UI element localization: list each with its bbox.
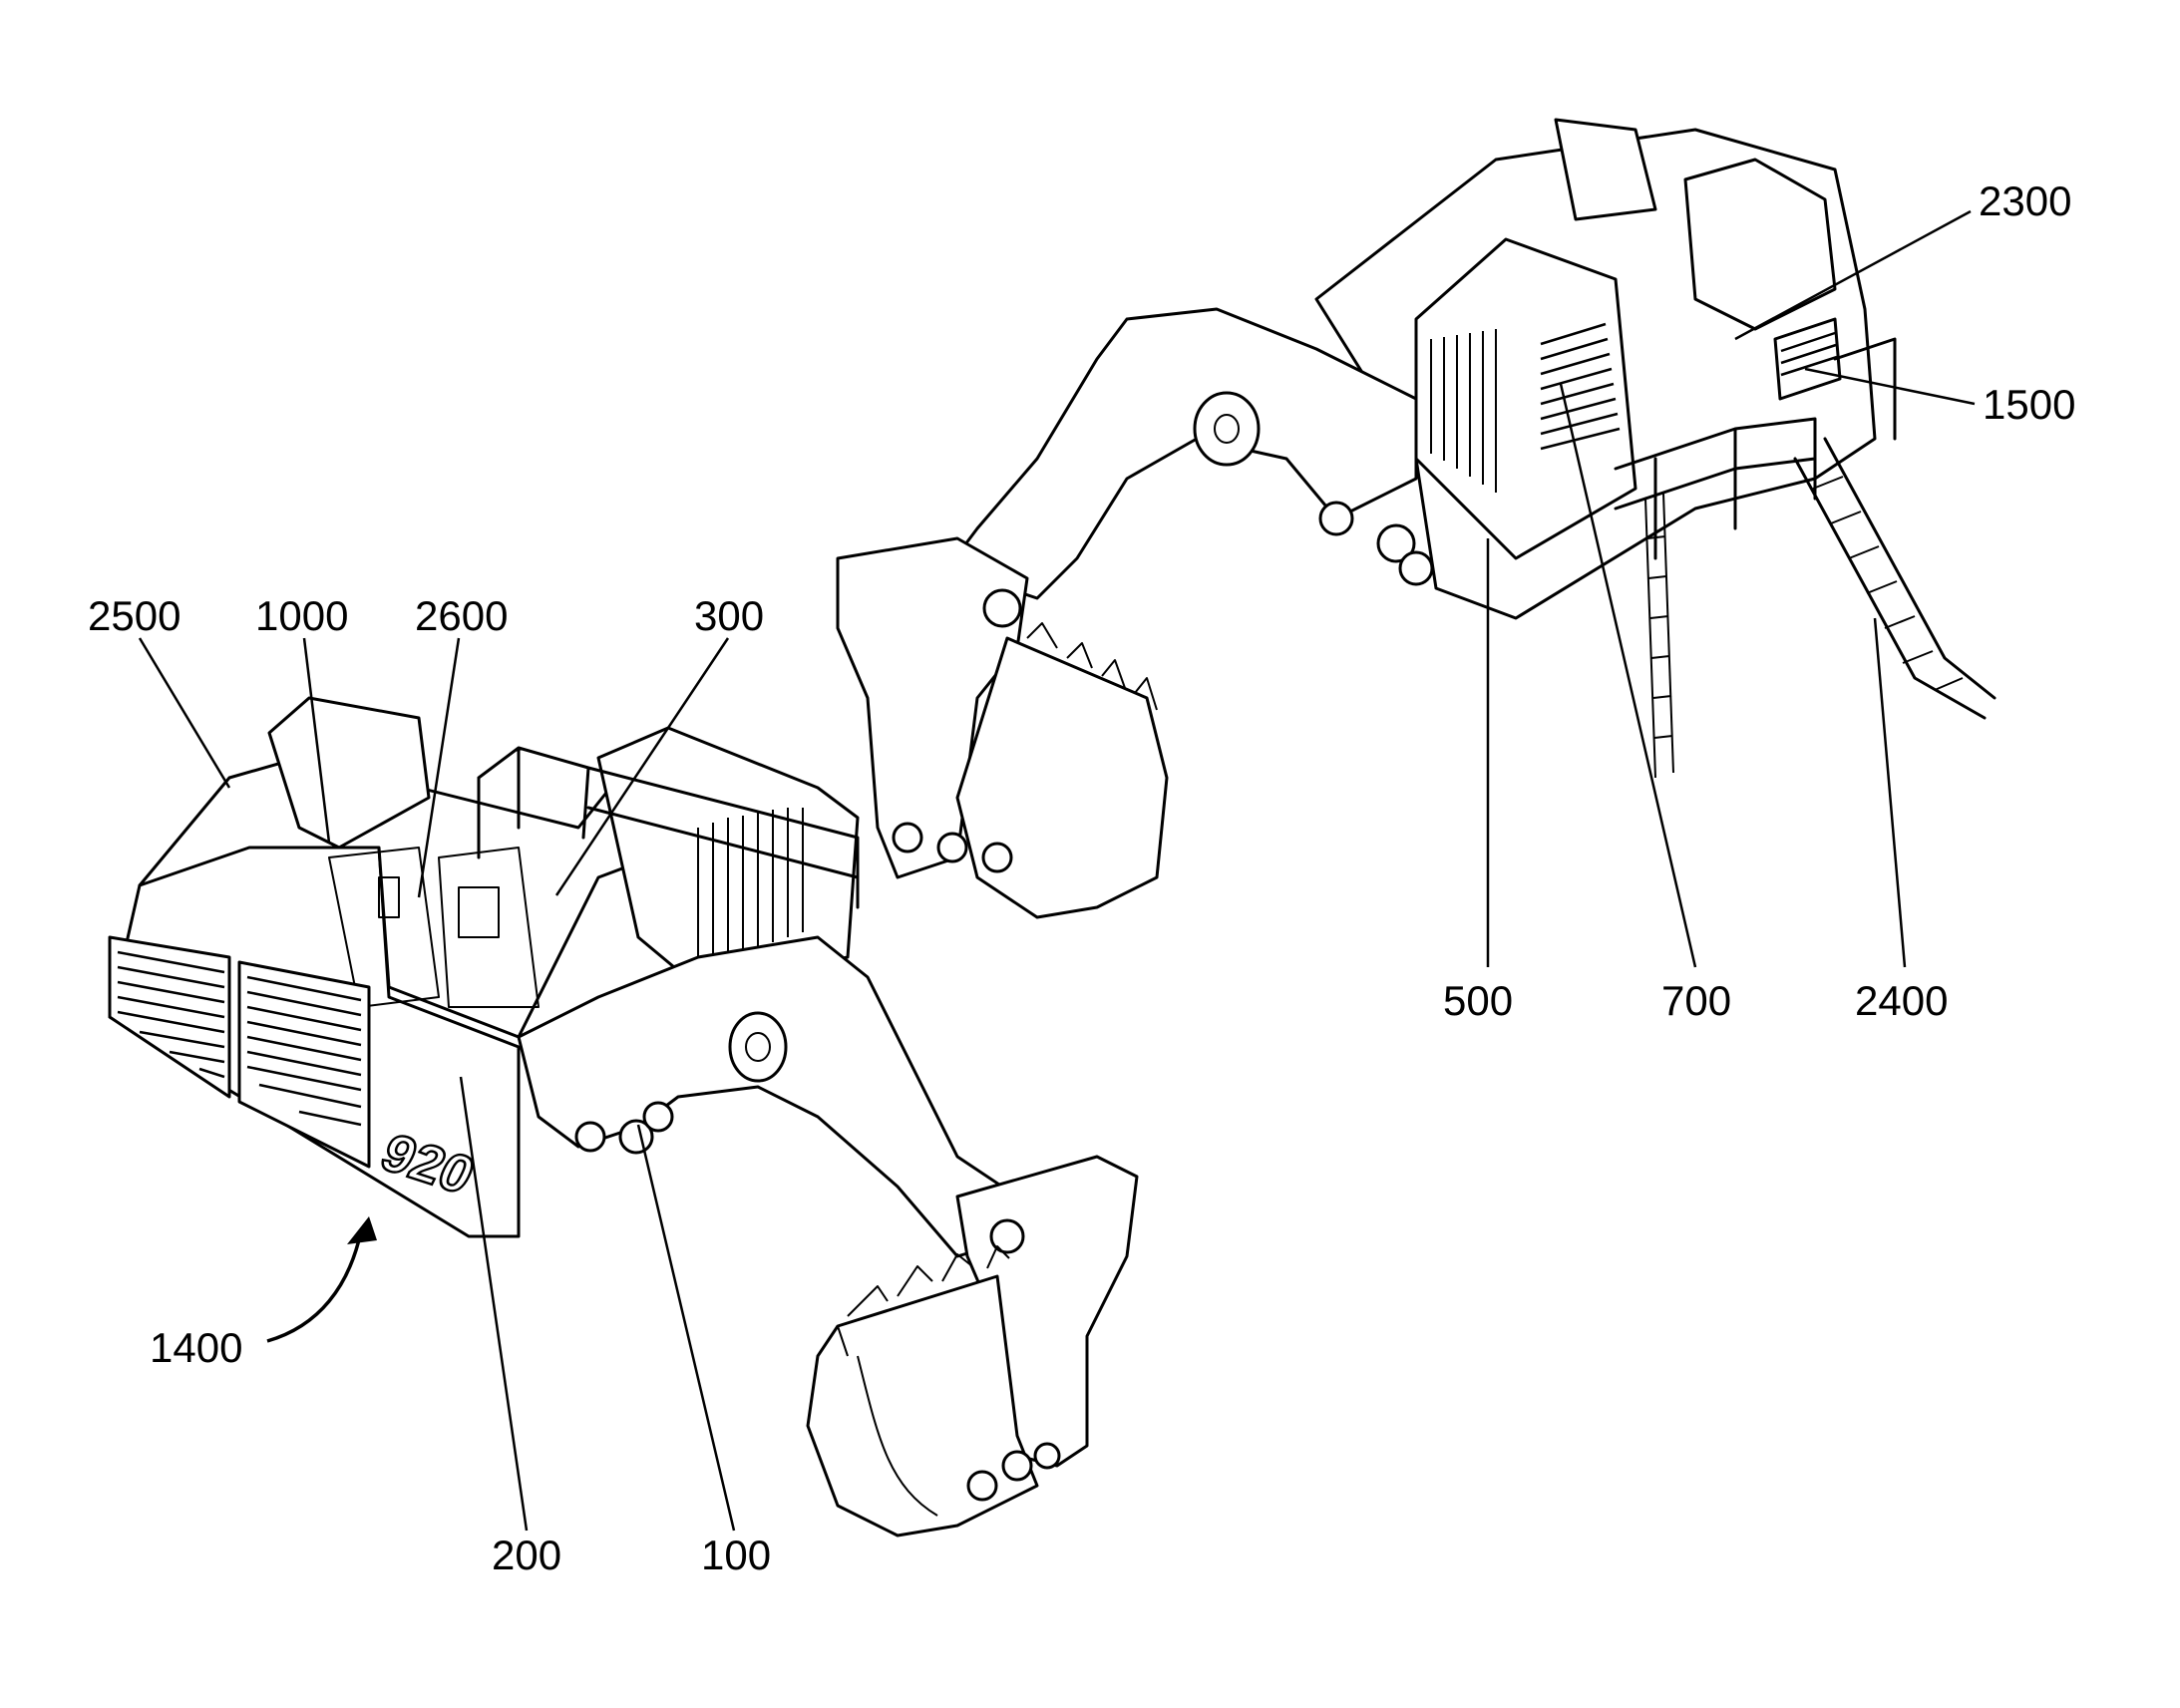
upper-cab <box>1554 118 1657 221</box>
excavator-front-view: 920 <box>108 696 1139 1537</box>
label-2500: 2500 <box>88 592 181 639</box>
leader-1500 <box>1804 367 1976 406</box>
rear-pin-2 <box>1376 523 1416 563</box>
rear-bucket <box>955 636 1169 919</box>
arrow-1400 <box>266 1230 363 1343</box>
leader-2300 <box>1734 209 1972 341</box>
grille-lines-left <box>117 950 225 1079</box>
bucket <box>806 1274 1039 1537</box>
vertical-ladder <box>1644 493 1674 779</box>
radiator-fins <box>1430 329 1497 493</box>
label-500: 500 <box>1443 977 1513 1024</box>
label-300: 300 <box>694 592 764 639</box>
excavator-rear-view <box>836 118 1997 919</box>
bucket-teeth <box>847 1245 1010 1317</box>
leader-200 <box>459 1076 529 1532</box>
bucket-lip <box>837 1325 938 1517</box>
engine-hood <box>267 696 431 850</box>
label-700: 700 <box>1661 977 1731 1024</box>
rear-boom <box>945 307 1418 600</box>
leader-2600 <box>417 637 461 898</box>
label-1000: 1000 <box>255 592 348 639</box>
boom-pin-inner <box>745 1032 771 1062</box>
rear-boom-cone-inner <box>1214 414 1240 444</box>
leader-2400 <box>1873 617 1907 968</box>
rear-bucket-pin-1 <box>892 822 923 854</box>
bucket-pin-2 <box>1001 1450 1033 1482</box>
side-vent <box>1773 317 1842 401</box>
label-1500: 1500 <box>1983 381 2075 428</box>
rear-pin-3 <box>1398 550 1434 586</box>
label-2400: 2400 <box>1855 977 1948 1024</box>
engine-bay <box>328 847 540 1008</box>
bucket-pin-3 <box>1033 1442 1061 1470</box>
cooling-fins <box>697 808 804 967</box>
label-2600: 2600 <box>415 592 508 639</box>
leader-700 <box>1559 383 1697 968</box>
engine-cover <box>1683 158 1837 331</box>
inclined-stairway <box>1793 437 1997 720</box>
rear-bucket-teeth <box>1026 622 1158 711</box>
reference-numerals: 2500 1000 2600 300 1400 200 100 2300 150… <box>88 177 2075 1578</box>
grille-lines-right <box>246 975 362 1127</box>
label-100: 100 <box>701 1532 771 1578</box>
arrow-1400-head <box>347 1216 377 1244</box>
label-1400: 1400 <box>150 1324 242 1371</box>
boom-pin <box>728 1011 788 1083</box>
bucket-pin-1 <box>966 1470 998 1502</box>
rear-pin-1 <box>1318 501 1354 536</box>
leader-1000 <box>302 637 331 844</box>
rear-stick-pin <box>982 588 1022 628</box>
side-vent-lines <box>1780 331 1838 377</box>
leader-300 <box>554 637 730 896</box>
boom-foot-pin-1 <box>574 1121 606 1153</box>
leader-2500 <box>138 637 231 789</box>
leader-lines <box>138 209 1976 1532</box>
rear-bucket-pin-2 <box>936 832 968 863</box>
rear-railings <box>1614 337 1897 560</box>
rear-boom-cone <box>1193 391 1261 467</box>
railing <box>477 746 860 909</box>
label-200: 200 <box>492 1532 561 1578</box>
boom-foot-pin-3 <box>642 1101 674 1133</box>
label-2300: 2300 <box>1979 177 2071 224</box>
leader-100 <box>636 1124 736 1532</box>
stick-pin <box>989 1218 1025 1254</box>
radiator-side-vents <box>1540 322 1621 451</box>
rear-bucket-pin-3 <box>981 842 1013 873</box>
